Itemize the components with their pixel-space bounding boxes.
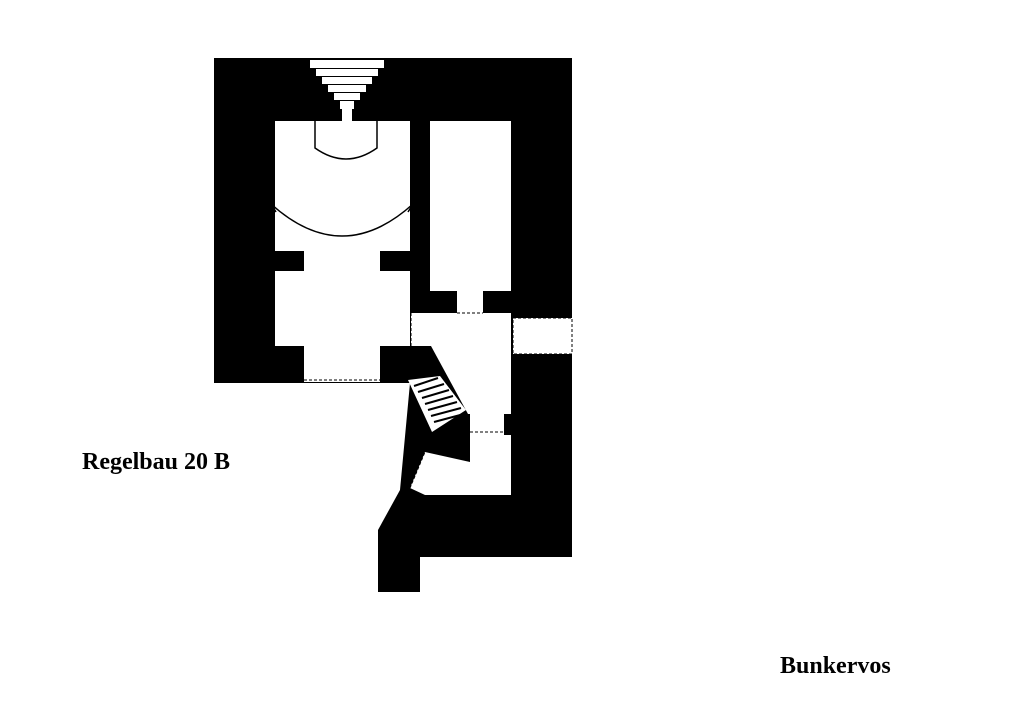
traverse-arc [270, 203, 414, 237]
doorway [457, 291, 483, 313]
doorway [304, 346, 380, 382]
room-crew-quarters [430, 121, 511, 291]
side-opening [512, 317, 573, 355]
door-threshold [409, 451, 426, 489]
gun-mount-arc [314, 121, 378, 160]
embrasure-step [316, 69, 378, 76]
doorway [304, 251, 380, 271]
embrasure-step [310, 60, 384, 68]
room-gun-chamber [275, 121, 410, 251]
room-entrance [410, 435, 511, 495]
embrasure-step [334, 93, 360, 100]
doorway [470, 414, 504, 435]
credit-label: Bunkervos [780, 653, 891, 679]
embrasure-step [322, 77, 372, 84]
traverse-edge [270, 203, 277, 213]
doorway [411, 313, 431, 346]
embrasure-neck [342, 109, 352, 121]
embrasure-step [328, 85, 366, 92]
room-gas-lock [431, 313, 511, 414]
traverse-edge [407, 203, 414, 213]
embrasure-step [340, 101, 354, 109]
room-ammunition [275, 271, 410, 346]
diagram-title: Regelbau 20 B [82, 449, 231, 475]
stairs [413, 377, 465, 423]
